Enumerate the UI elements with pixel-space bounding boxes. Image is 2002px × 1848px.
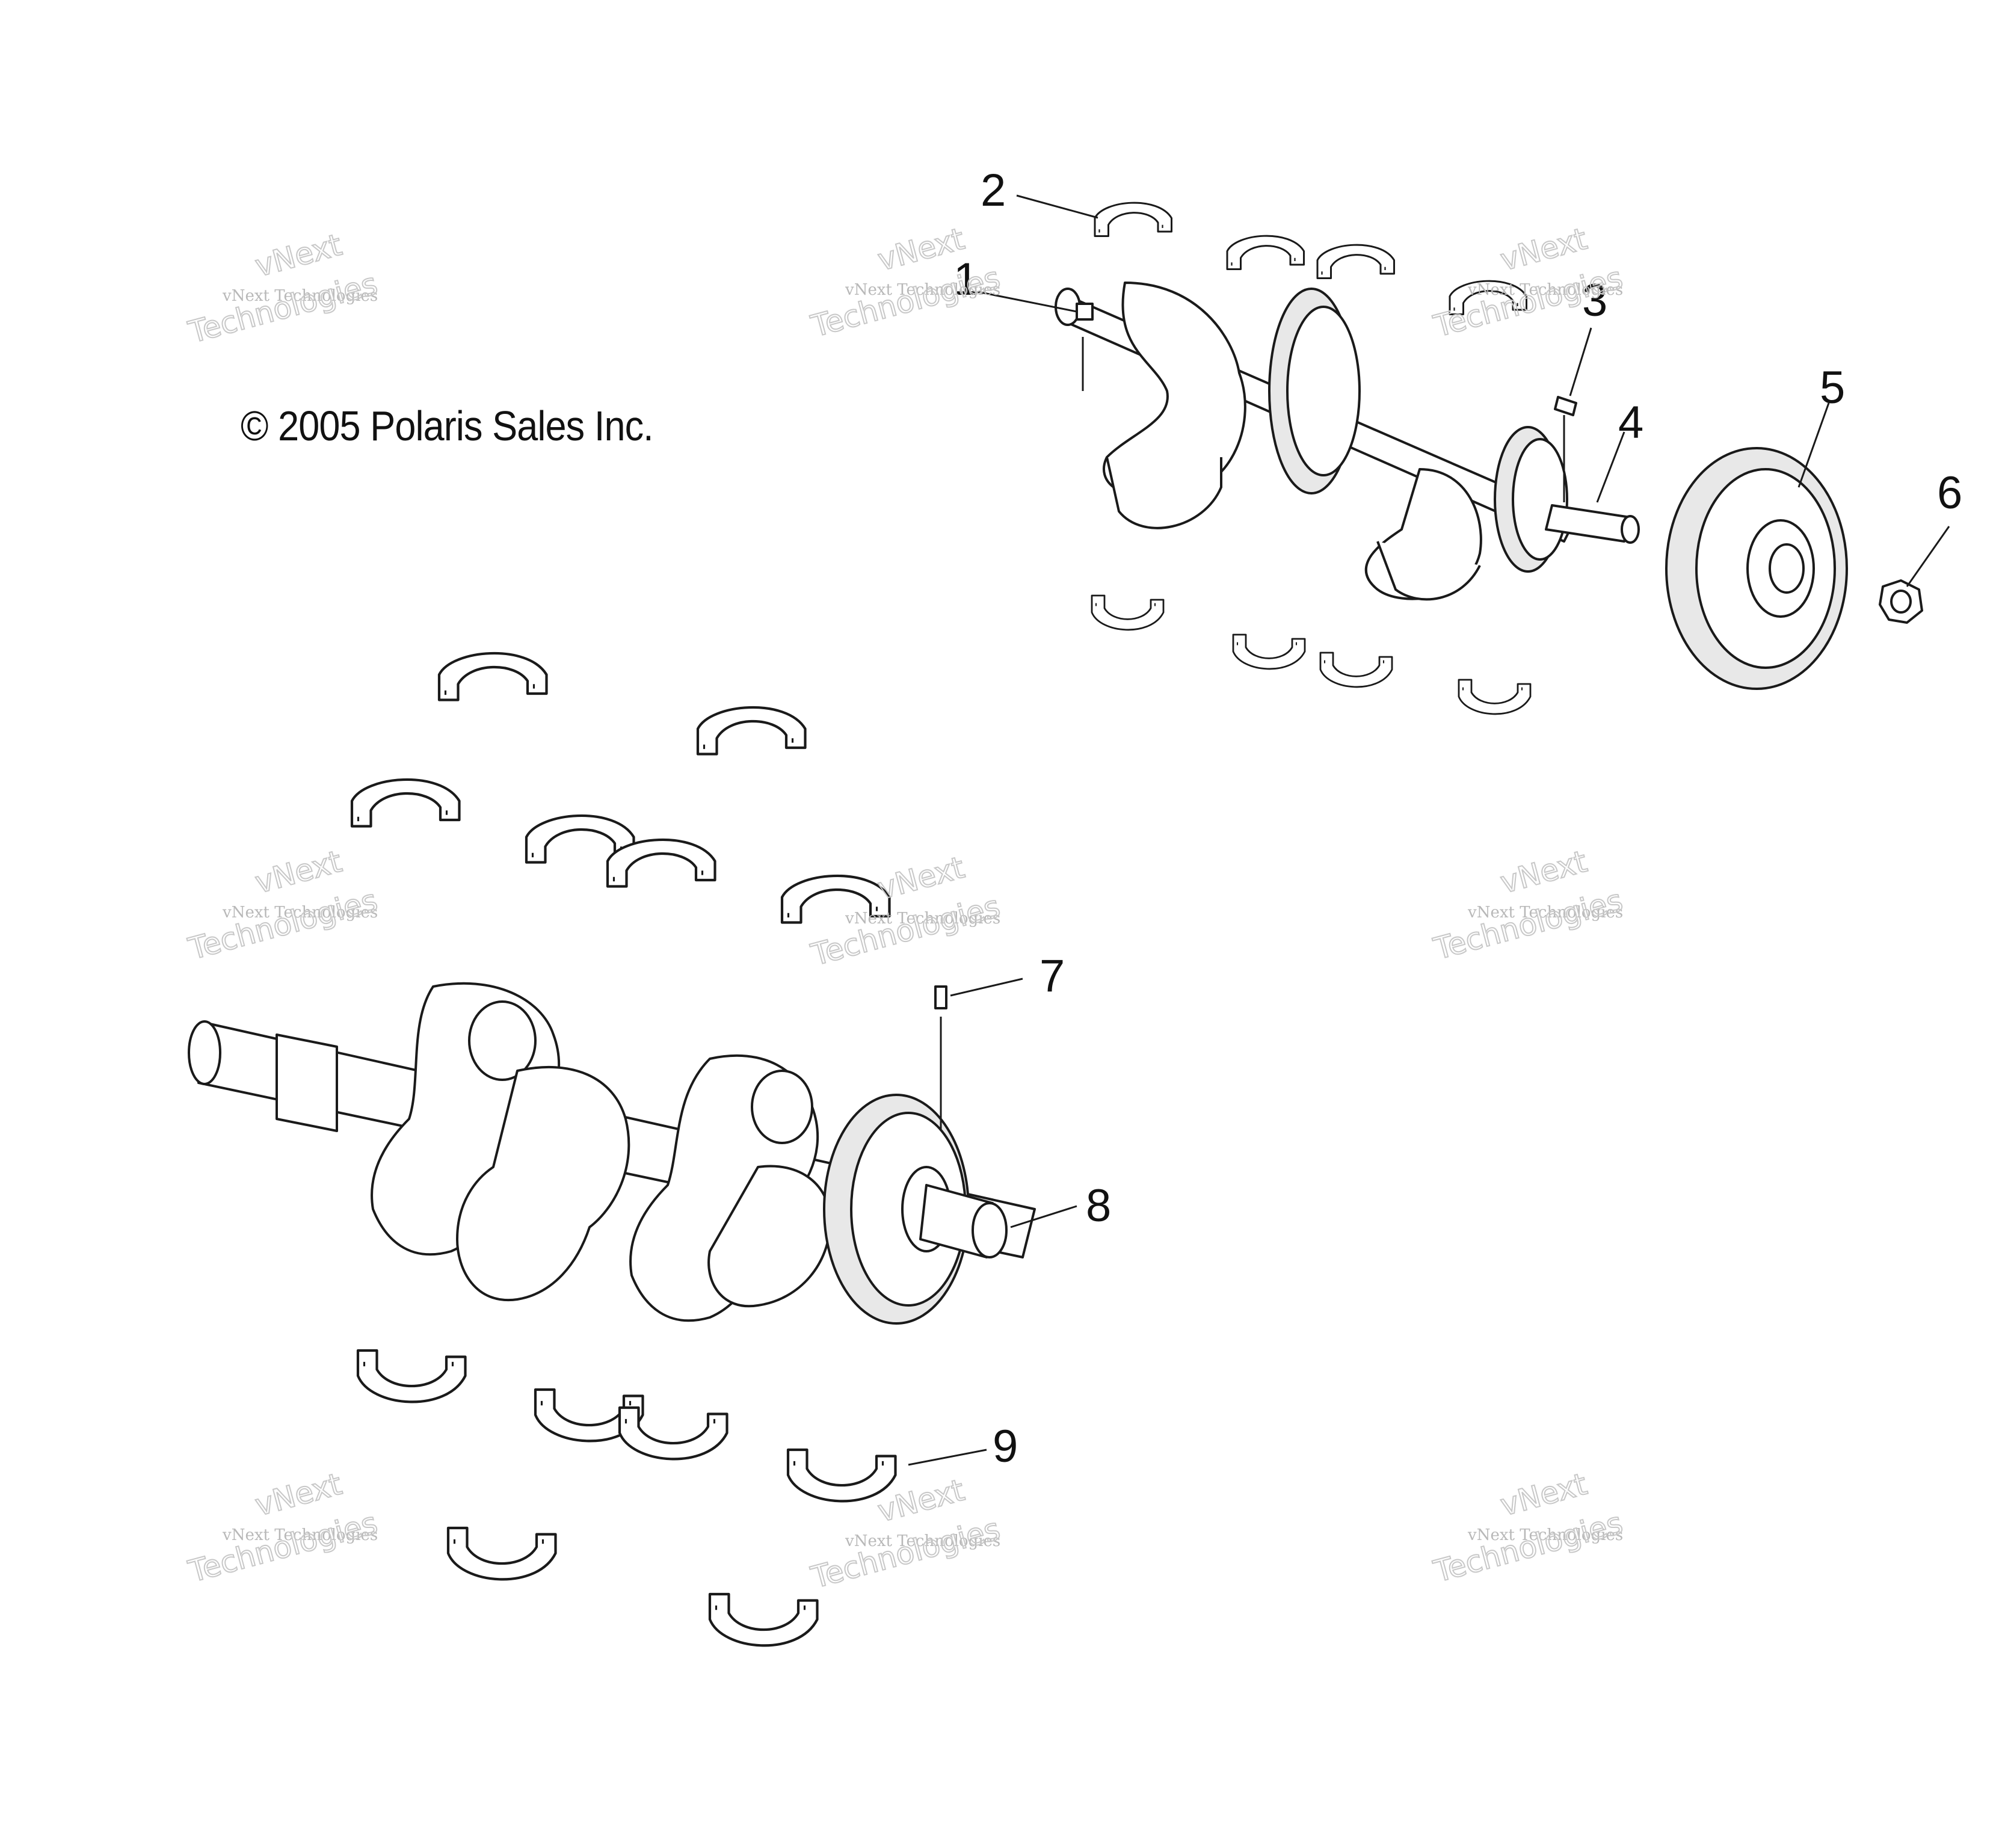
lower-crankshaft [188,982,1036,1325]
svg-text:vNext Technologies: vNext Technologies [845,1532,1000,1550]
watermark: vNext Technologies vNext Technologies [1429,843,1627,967]
leader-lines [908,194,1950,1466]
svg-text:Technologies: Technologies [1430,882,1626,966]
svg-text:vNext Technologies: vNext Technologies [1467,1526,1623,1544]
callout-9: 9 [993,1421,1018,1472]
flange-nut [1879,579,1923,624]
watermark: vNext Technologies vNext Technologies [184,843,381,967]
bearing-shell [448,1528,556,1579]
upper-bearing-shells-bottom [1091,594,1532,715]
drive-gear [1665,447,1848,690]
bearing-shell [1226,235,1305,270]
svg-text:vNext: vNext [251,844,345,901]
bearing-shell [710,1594,818,1645]
watermark: vNext Technologies vNext Technologies [1429,1466,1627,1590]
lower-bearing-shells-top [352,653,890,923]
bearing-shell [439,653,547,700]
callout-8: 8 [1086,1180,1111,1231]
svg-text:vNext: vNext [1497,221,1591,278]
bearing-shell [352,780,460,827]
svg-text:vNext: vNext [874,850,968,907]
svg-text:vNext Technologies: vNext Technologies [1467,281,1623,299]
watermark: vNext Technologies vNext Technologies [184,227,381,351]
svg-text:vNext: vNext [1497,844,1591,901]
dowel-pin [934,985,947,1009]
bearing-shell [1091,594,1165,631]
bearing-shell [1319,651,1393,688]
svg-text:vNext Technologies: vNext Technologies [845,281,1000,299]
callout-4: 4 [1618,397,1643,448]
lower-bearing-shells-bottom [358,1351,896,1645]
svg-text:vNext: vNext [251,1467,345,1523]
svg-text:vNext: vNext [1497,1467,1591,1523]
bearing-shell [1316,244,1395,279]
svg-text:vNext Technologies: vNext Technologies [222,904,378,922]
upper-crankshaft [1055,282,1640,601]
bearing-shell [608,840,715,887]
svg-text:vNext Technologies: vNext Technologies [222,1526,378,1544]
callout-5: 5 [1820,362,1845,413]
svg-text:Technologies: Technologies [185,882,381,966]
bearing-shell [1232,633,1306,670]
dowel-pin [1076,303,1094,321]
bearing-shell [1458,679,1532,715]
copyright-notice: © 2005 Polaris Sales Inc. [241,402,654,449]
svg-text:Technologies: Technologies [807,1511,1003,1595]
svg-text:Technologies: Technologies [185,1505,381,1589]
svg-text:Technologies: Technologies [807,889,1003,972]
watermark: vNext Technologies vNext Technologies [184,1466,381,1590]
bearing-shell [698,707,805,754]
woodruff-key [1554,396,1577,416]
svg-text:vNext Technologies: vNext Technologies [222,287,378,305]
bearing-shell [358,1351,466,1402]
svg-text:Technologies: Technologies [185,266,381,350]
bearing-shell [1094,202,1172,237]
callout-6: 6 [1937,467,1962,519]
callout-1: 1 [953,254,979,305]
bearing-shell [620,1408,727,1459]
svg-text:vNext Technologies: vNext Technologies [1467,904,1623,922]
callout-3: 3 [1582,275,1607,326]
svg-text:vNext Technologies: vNext Technologies [845,910,1000,928]
watermark: vNext Technologies vNext Technologies [807,849,1004,973]
svg-text:Technologies: Technologies [1430,1505,1626,1589]
callout-2: 2 [981,165,1006,216]
svg-text:vNext: vNext [251,227,345,284]
callout-7: 7 [1040,950,1065,1002]
watermark: vNext Technologies vNext Technologies [807,221,1004,345]
